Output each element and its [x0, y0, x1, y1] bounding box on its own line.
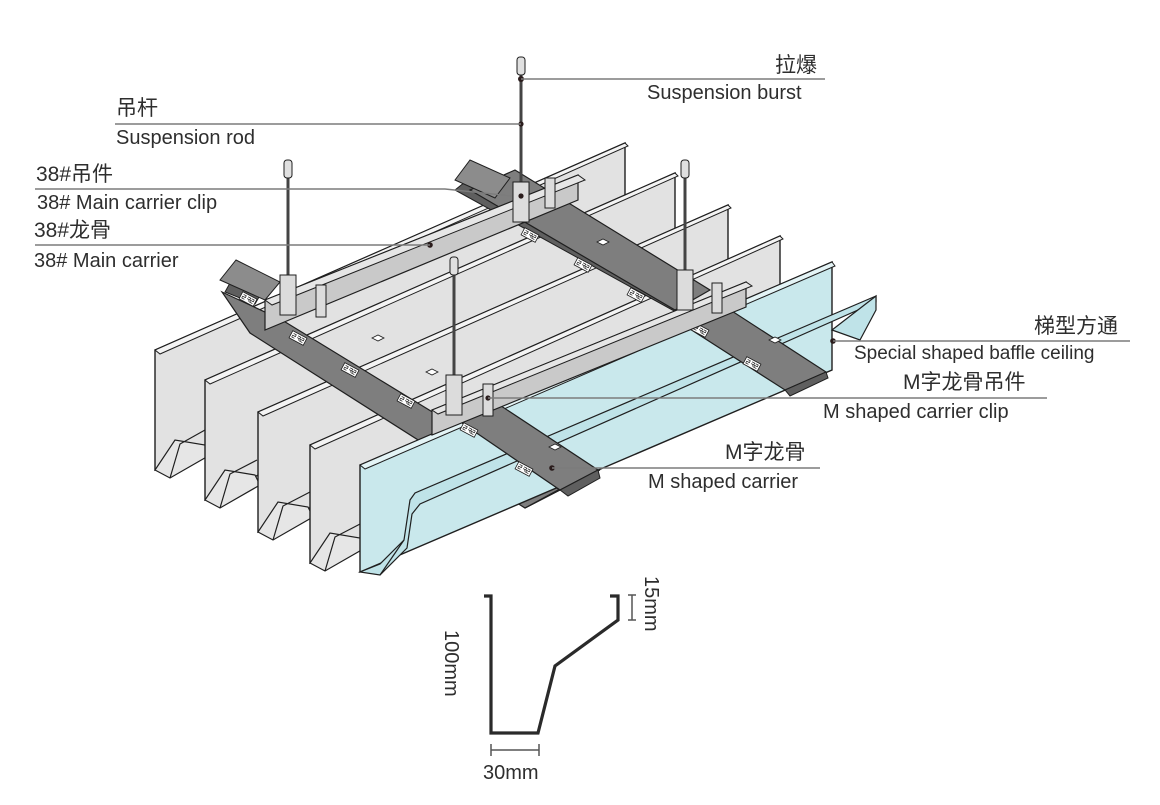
leader-lines [35, 78, 1130, 469]
dim-lip-label: 15mm [640, 576, 662, 632]
label-suspension-rod-cn: 吊杆 [116, 97, 158, 120]
label-suspension-burst-cn: 拉爆 [775, 54, 817, 77]
label-main-carrier-clip-cn: 38#吊件 [36, 163, 114, 186]
dim-height-label: 100mm [440, 630, 462, 697]
label-main-carrier-clip-en: 38# Main carrier clip [37, 192, 218, 214]
label-main-carrier-cn: 38#龙骨 [34, 219, 112, 242]
label-main-carrier-en: 38# Main carrier [34, 250, 179, 272]
dim-width-label: 30mm [483, 762, 539, 784]
carrier-clips [279, 177, 723, 417]
label-m-carrier-clip-cn: M字龙骨吊件 [903, 371, 1026, 394]
label-suspension-burst-en: Suspension burst [647, 82, 802, 104]
baffle-profile [484, 594, 636, 756]
label-m-carrier-cn: M字龙骨 [725, 441, 806, 464]
label-m-carrier-en: M shaped carrier [648, 471, 799, 493]
label-baffle-ceiling-cn: 梯型方通 [1034, 315, 1118, 338]
main-carrier-beam-2 [430, 281, 754, 436]
label-m-carrier-clip-en: M shaped carrier clip [823, 401, 1009, 423]
label-suspension-rod-en: Suspension rod [116, 127, 255, 149]
label-baffle-ceiling-en: Special shaped baffle ceiling [854, 343, 1095, 364]
main-carrier-beam-1 [219, 159, 587, 331]
